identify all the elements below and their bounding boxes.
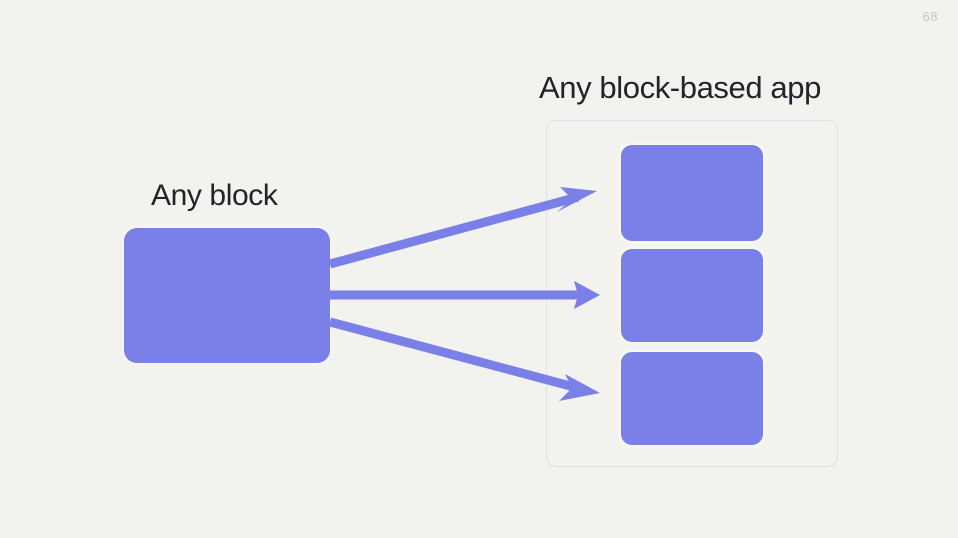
- page-number: 68: [922, 9, 938, 24]
- target-block-1: [621, 145, 763, 241]
- target-block-3: [621, 352, 763, 445]
- target-block-2: [621, 249, 763, 342]
- target-section-title: Any block-based app: [539, 70, 821, 105]
- source-block: [124, 228, 330, 363]
- source-block-title: Any block: [151, 179, 278, 212]
